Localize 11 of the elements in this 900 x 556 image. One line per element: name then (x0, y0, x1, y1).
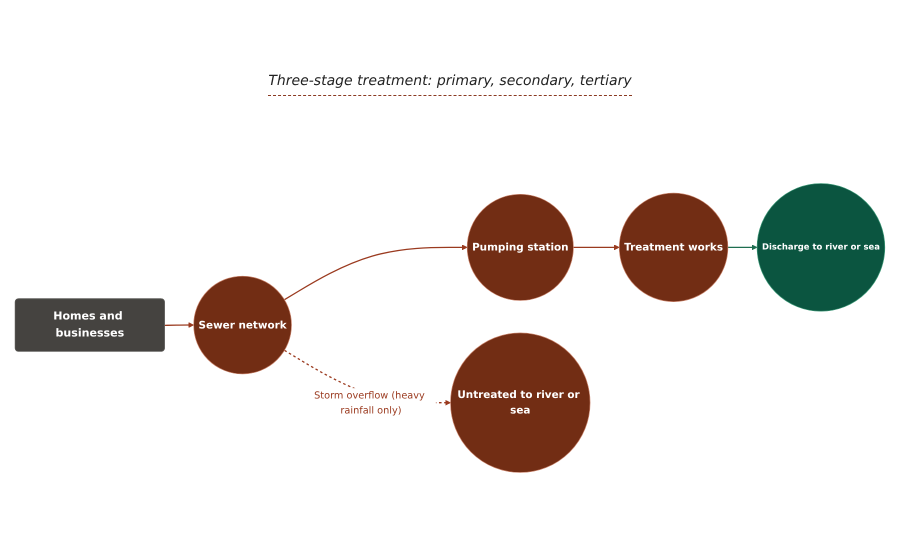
arrow (728, 244, 758, 250)
node-circle: Sewer network (193, 276, 292, 374)
node-circle: Discharge to river or sea (756, 183, 886, 312)
arrow (573, 244, 620, 250)
node-circle: Treatment works (618, 192, 728, 302)
note-text: Three-stage treatment: primary, secondary, tertiary (268, 73, 632, 96)
edge-label: Storm overflow (heavy rainfall only) (314, 389, 425, 416)
arrow (284, 244, 468, 300)
arrow (164, 322, 194, 328)
node-circle: Pumping station (466, 194, 574, 301)
node-circle: Untreated to river or sea (450, 332, 590, 473)
